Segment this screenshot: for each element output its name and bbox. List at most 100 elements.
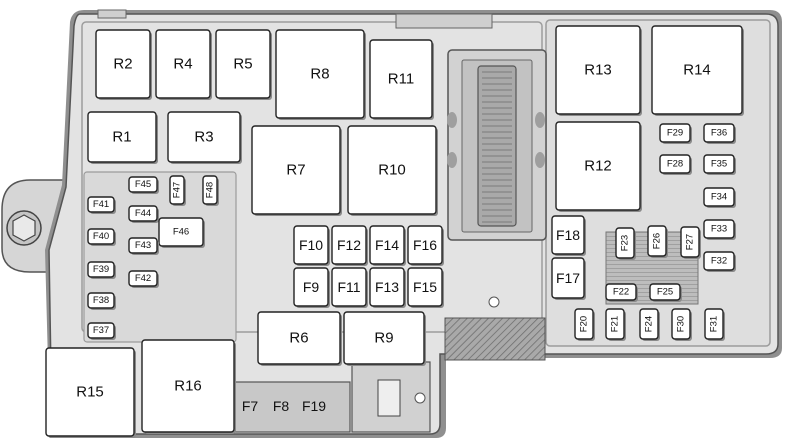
fuse-f11: F11: [331, 267, 368, 308]
small-hole: [488, 296, 500, 308]
center-connector: [447, 49, 547, 241]
fuse-label: F36: [711, 128, 727, 139]
fuse-label: F12: [337, 237, 361, 253]
fuse-label: F16: [413, 237, 437, 253]
fuse-f47: F47: [169, 175, 186, 206]
relay-r13: R13: [555, 25, 642, 116]
relay-r2: R2: [95, 29, 152, 100]
fuse-f17: F17: [551, 257, 586, 300]
fuse-label: F39: [93, 264, 109, 275]
relay-r8: R8: [275, 29, 366, 120]
fuse-f8: F8: [273, 398, 290, 414]
fuse-f19: F19: [302, 398, 326, 414]
fuse-label: F23: [620, 235, 631, 251]
fuse-label: F42: [135, 273, 151, 284]
fuse-f30: F30: [671, 308, 692, 341]
fuse-f21: F21: [605, 308, 626, 341]
fuse-label: F13: [375, 279, 399, 295]
fuse-label: F32: [711, 256, 727, 267]
fuse-label: F30: [676, 316, 687, 332]
fuse-label: F47: [172, 182, 183, 198]
relay-label: R7: [286, 162, 305, 179]
fuse-f48: F48: [202, 175, 219, 206]
cable-channel: [444, 317, 546, 361]
relay-r15: R15: [45, 347, 136, 438]
relay-label: R14: [683, 62, 711, 79]
fuse-f13: F13: [369, 267, 406, 308]
fuse-f31: F31: [704, 308, 725, 341]
fuse-label: F34: [711, 192, 727, 203]
relay-r5: R5: [215, 29, 272, 100]
relay-label: R13: [584, 62, 612, 79]
relay-r6: R6: [257, 311, 342, 366]
fuse-f37: F37: [87, 322, 116, 340]
fuse-f43: F43: [128, 237, 159, 255]
fuse-f20: F20: [574, 308, 595, 341]
relay-r3: R3: [167, 111, 242, 164]
fuse-f18: F18: [551, 215, 586, 256]
relay-r1: R1: [87, 111, 158, 164]
fuse-f7: F7: [242, 398, 259, 414]
bottom-fuse-layer: F7 F8 F19: [242, 398, 326, 414]
fuse-label: F48: [205, 182, 216, 198]
fuse-label: F31: [709, 316, 720, 332]
fuse-f41: F41: [87, 196, 116, 214]
fuse-label: F41: [93, 199, 109, 210]
small-hole: [414, 392, 426, 404]
fuse-f23: F23: [615, 227, 636, 260]
fuse-label: F11: [337, 279, 360, 295]
fuse-f12: F12: [331, 225, 368, 266]
relay-r4: R4: [155, 29, 212, 100]
fuse-f45: F45: [128, 176, 159, 194]
fuse-f36: F36: [703, 123, 736, 144]
fuse-label: F24: [644, 316, 655, 332]
relay-label: R12: [584, 158, 612, 175]
fuse-f40: F40: [87, 228, 116, 246]
fuse-f24: F24: [639, 308, 660, 341]
fuse-label: F28: [667, 159, 683, 170]
fuse-f26: F26: [647, 225, 668, 258]
fuse-f44: F44: [128, 205, 159, 223]
fuse-label: F9: [303, 279, 320, 295]
fuse-label: F45: [135, 179, 151, 190]
fuse-label: F14: [375, 237, 399, 253]
relay-r7: R7: [251, 125, 342, 216]
fuse-f27: F27: [680, 226, 701, 259]
fuse-label: F38: [93, 295, 109, 306]
fuse-label: F37: [93, 325, 109, 336]
fuse-label: F27: [685, 234, 696, 250]
fuse-f42: F42: [128, 270, 159, 288]
relay-label: R11: [388, 71, 414, 88]
relay-label: R6: [289, 330, 308, 347]
fuse-f32: F32: [703, 251, 736, 272]
fuse-label: F25: [657, 287, 673, 298]
relay-r16: R16: [141, 339, 236, 434]
relay-label: R9: [374, 330, 393, 347]
fuse-label: F26: [652, 233, 663, 249]
relay-r9: R9: [343, 311, 426, 366]
fuse-label: F40: [93, 231, 109, 242]
fuse-f29: F29: [659, 123, 692, 144]
fuse-f28: F28: [659, 154, 692, 175]
fuse-f33: F33: [703, 219, 736, 240]
fuse-label: F46: [173, 227, 189, 238]
relay-label: R15: [76, 384, 104, 401]
fuse-f46: F46: [158, 217, 205, 248]
fuse-label: F15: [413, 279, 437, 295]
relay-r14: R14: [651, 25, 744, 116]
relay-label: R8: [310, 66, 329, 83]
fuse-f9: F9: [293, 267, 330, 308]
relay-label: R3: [194, 129, 213, 146]
fuse-label: F43: [135, 240, 151, 251]
fuse-label: F20: [579, 316, 590, 332]
fuse-f10: F10: [293, 225, 330, 266]
relay-r11: R11: [369, 39, 434, 120]
fuse-f15: F15: [407, 267, 444, 308]
relay-r10: R10: [347, 125, 438, 216]
fuse-f22: F22: [605, 283, 638, 302]
